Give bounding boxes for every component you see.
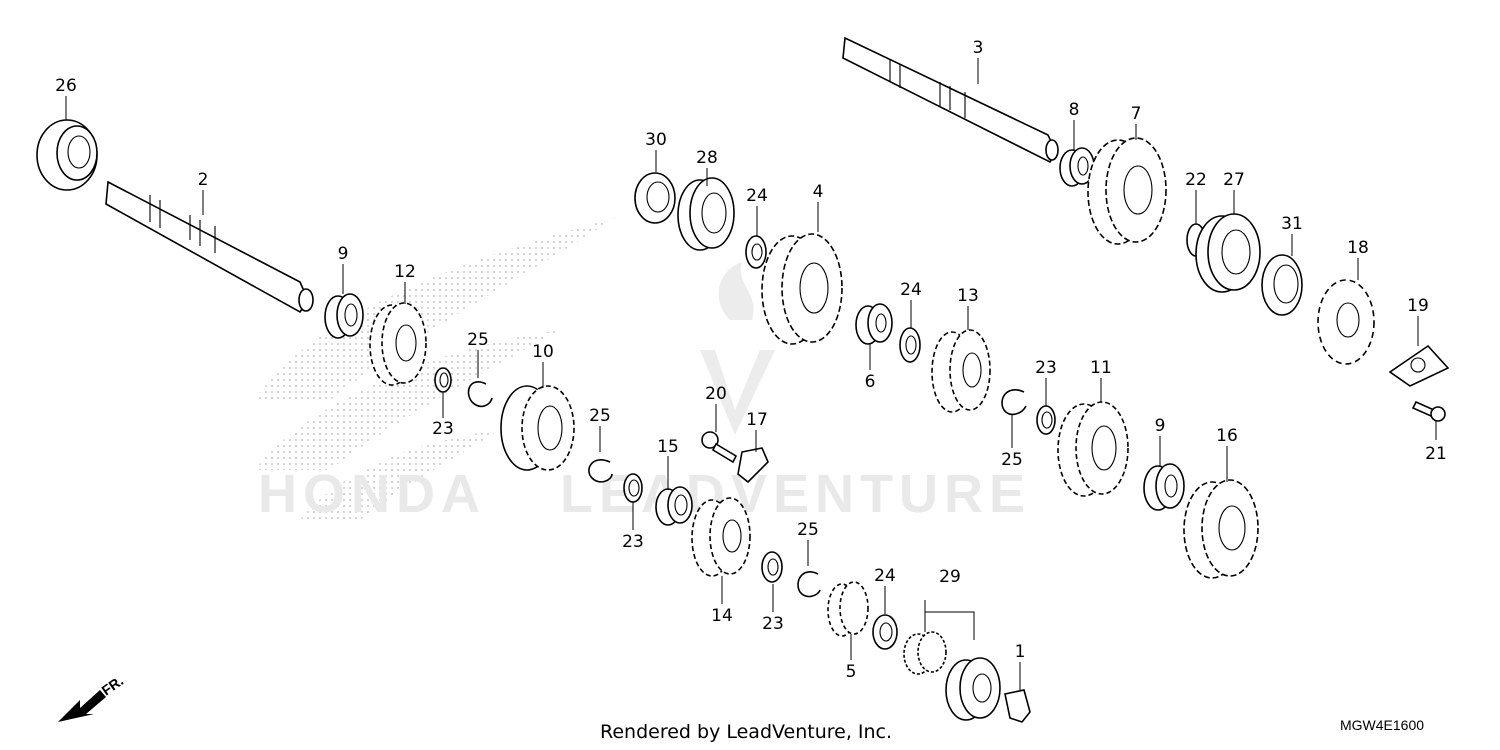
bolt-21[interactable] bbox=[1411, 400, 1446, 422]
callout-21: 21 bbox=[1425, 444, 1447, 464]
collar-29[interactable] bbox=[945, 657, 1001, 721]
gear-10[interactable] bbox=[500, 385, 575, 471]
bearing-15[interactable] bbox=[655, 486, 693, 526]
callout-19: 19 bbox=[1407, 296, 1429, 316]
circlip-25-a[interactable] bbox=[467, 381, 493, 408]
washer-23-d[interactable] bbox=[1036, 405, 1056, 435]
callout-13: 13 bbox=[957, 286, 979, 306]
washer-23-b[interactable] bbox=[623, 473, 643, 503]
diagram-code: MGW4E1600 bbox=[1340, 717, 1424, 733]
callout-28: 28 bbox=[696, 148, 718, 168]
bushing-1[interactable] bbox=[1004, 689, 1031, 723]
bearing-30[interactable] bbox=[634, 172, 676, 224]
circlip-25-b[interactable] bbox=[588, 459, 613, 483]
front-direction-indicator: FR. bbox=[58, 672, 126, 722]
render-credit: Rendered by LeadVenture, Inc. bbox=[600, 721, 892, 743]
fixing-plate-19[interactable] bbox=[1388, 344, 1450, 387]
bushing-9-left[interactable] bbox=[324, 293, 364, 339]
callout-9: 9 bbox=[1155, 416, 1166, 436]
callout-labels: 26 2 9 12 25 23 10 25 23 15 20 17 14 25 … bbox=[55, 38, 1447, 682]
leader-lines bbox=[65, 58, 1437, 690]
callout-25: 25 bbox=[797, 520, 819, 540]
callout-10: 10 bbox=[532, 342, 554, 362]
callout-23: 23 bbox=[1035, 358, 1057, 378]
callout-24: 24 bbox=[874, 566, 896, 586]
oil-seal-31[interactable] bbox=[1261, 254, 1303, 316]
callout-30: 30 bbox=[645, 130, 667, 150]
callout-9: 9 bbox=[338, 244, 349, 264]
callout-17: 17 bbox=[746, 410, 768, 430]
needle-bearing-29[interactable] bbox=[903, 631, 947, 675]
callout-12: 12 bbox=[394, 262, 416, 282]
gear-16[interactable] bbox=[1183, 479, 1259, 579]
countershaft[interactable] bbox=[842, 36, 1059, 164]
gear-11[interactable] bbox=[1057, 401, 1129, 497]
leadventure-logo-watermark bbox=[700, 262, 775, 435]
bearing-26[interactable] bbox=[36, 119, 98, 191]
callout-14: 14 bbox=[711, 606, 733, 626]
sprocket-18[interactable] bbox=[1317, 279, 1375, 365]
circlip-25-c[interactable] bbox=[797, 571, 821, 598]
gear-7[interactable] bbox=[1087, 137, 1167, 245]
gear-14[interactable] bbox=[691, 497, 751, 577]
callout-16: 16 bbox=[1216, 426, 1238, 446]
gear-5[interactable] bbox=[827, 581, 869, 637]
callout-8: 8 bbox=[1069, 100, 1080, 120]
callout-15: 15 bbox=[657, 437, 679, 457]
bushing-8[interactable] bbox=[1059, 147, 1095, 187]
callout-23: 23 bbox=[762, 614, 784, 634]
bushing-6[interactable] bbox=[855, 303, 893, 345]
brand-watermark-text: HONDA bbox=[258, 464, 486, 524]
callout-23: 23 bbox=[432, 419, 454, 439]
callout-25: 25 bbox=[467, 330, 489, 350]
bearing-28[interactable] bbox=[677, 177, 735, 251]
callout-23: 23 bbox=[622, 532, 644, 552]
callout-26: 26 bbox=[55, 76, 77, 96]
callout-7: 7 bbox=[1131, 104, 1142, 124]
washer-24-c[interactable] bbox=[872, 614, 898, 650]
callout-5: 5 bbox=[846, 662, 857, 682]
callout-25: 25 bbox=[589, 406, 611, 426]
callout-27: 27 bbox=[1223, 170, 1245, 190]
callout-29: 29 bbox=[939, 567, 961, 587]
callout-31: 31 bbox=[1281, 214, 1303, 234]
gear-4[interactable] bbox=[761, 233, 843, 345]
bushing-9-right[interactable] bbox=[1143, 463, 1185, 511]
callout-20: 20 bbox=[705, 384, 727, 404]
circlip-25-d[interactable] bbox=[1001, 389, 1027, 416]
callout-22: 22 bbox=[1185, 170, 1207, 190]
bolt-20[interactable] bbox=[701, 431, 738, 464]
callout-24: 24 bbox=[746, 186, 768, 206]
callout-1: 1 bbox=[1015, 642, 1026, 662]
callout-6: 6 bbox=[865, 372, 876, 392]
callout-25: 25 bbox=[1001, 450, 1023, 470]
gear-13[interactable] bbox=[931, 329, 991, 413]
callout-3: 3 bbox=[973, 38, 984, 58]
callout-2: 2 bbox=[198, 170, 209, 190]
washer-24-b[interactable] bbox=[899, 327, 921, 363]
callout-24: 24 bbox=[900, 280, 922, 300]
honda-wing-watermark bbox=[255, 218, 615, 520]
washer-23-c[interactable] bbox=[761, 551, 783, 583]
front-arrow-icon bbox=[58, 690, 106, 722]
washer-24-a[interactable] bbox=[745, 235, 767, 269]
callout-4: 4 bbox=[813, 182, 824, 202]
gear-12[interactable] bbox=[369, 302, 427, 386]
callout-11: 11 bbox=[1090, 358, 1112, 378]
bearing-27[interactable] bbox=[1195, 213, 1261, 293]
callout-18: 18 bbox=[1347, 238, 1369, 258]
plate-17[interactable] bbox=[737, 447, 769, 484]
mainshaft[interactable] bbox=[105, 180, 314, 314]
washer-23-a[interactable] bbox=[434, 367, 452, 393]
